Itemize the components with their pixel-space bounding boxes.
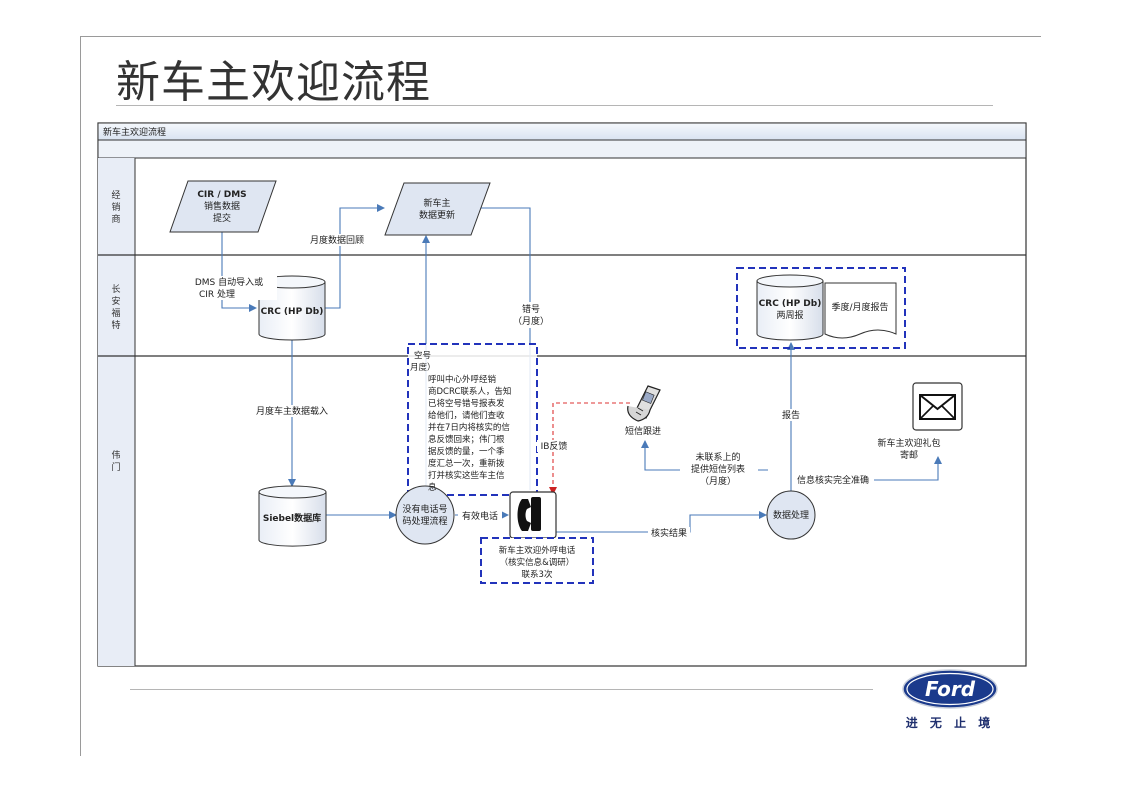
note-line: 月度） — [410, 362, 436, 373]
node-text: 数据更新 — [419, 209, 455, 221]
node-text: 提交 — [213, 212, 231, 224]
edge-crc-to-update — [325, 204, 385, 309]
node-welcome-gift: 新车主欢迎礼包 寄邮 — [877, 437, 940, 461]
label-unreached: 未联系上的 — [695, 451, 740, 463]
node-text: （核实信息&调研） — [500, 557, 575, 568]
node-text: 没有电话号 — [402, 503, 447, 515]
lane-label-char: 福 — [111, 307, 120, 319]
report-group-box — [736, 267, 906, 349]
node-quarterly-report: 季度/月度报告 — [824, 282, 897, 339]
note-line: 打并核实这些车主信 — [428, 470, 505, 481]
telephone-icon — [509, 491, 557, 539]
note-line: 给他们，请他们查收 — [428, 410, 505, 421]
note-line: 据反馈的量，一个季 — [428, 446, 505, 457]
label-dms-import: DMS 自动导入或 — [195, 276, 263, 288]
node-no-phone-process: 没有电话号 码处理流程 — [395, 485, 455, 545]
welcome-call-box: 新车主欢迎外呼电话 （核实信息&调研） 联系3次 — [480, 537, 594, 584]
node-crc-report: CRC (HP Db) 两周报 — [756, 274, 824, 341]
lane-label-dealer: 经 销 商 — [111, 189, 120, 225]
envelope-icon — [912, 382, 963, 431]
lane-label-char: 伟 — [111, 449, 120, 461]
edge-cir-to-crc — [221, 232, 257, 312]
label-dms-import: CIR 处理 — [199, 288, 235, 300]
diagram-header: 新车主欢迎流程 — [103, 126, 166, 138]
node-new-owner-update: 新车主 数据更新 — [384, 182, 491, 236]
node-text: 新车主 — [423, 197, 450, 209]
label-wrong-number: 错号 — [522, 303, 540, 315]
node-siebel-db: Siebel数据库 — [258, 485, 327, 547]
lane-label-weimen: 伟 门 — [111, 449, 120, 473]
label-ib-feedback: IB反馈 — [541, 440, 568, 452]
node-text: 数据处理 — [773, 509, 809, 521]
node-text: 码处理流程 — [402, 515, 447, 527]
slide-frame-left — [80, 36, 81, 756]
note-line: 息反馈回来；伟门根 — [428, 434, 505, 445]
node-text: 季度/月度报告 — [831, 301, 888, 313]
label-unreached: （月度） — [700, 475, 736, 487]
note-line: 空号 — [414, 350, 431, 361]
label-report: 报告 — [782, 409, 800, 421]
node-text: 两周报 — [776, 309, 803, 321]
label-verification-result: 核实结果 — [651, 527, 687, 539]
edge-phone-to-dataproc — [556, 511, 767, 533]
node-text: CIR / DMS — [197, 190, 246, 200]
lane-label-char: 销 — [111, 201, 120, 213]
note-line: 并在7日内将核实的信 — [428, 422, 510, 433]
node-text: 寄邮 — [900, 449, 918, 461]
lane-label-changan-ford: 长 安 福 特 — [111, 283, 120, 331]
note-line: 呼叫中心外呼经销 — [428, 374, 497, 385]
edge-sms-to-phone-ib — [549, 402, 630, 495]
lane-label-char: 特 — [111, 319, 120, 331]
node-sms-followup: 短信跟进 — [625, 425, 661, 437]
title-divider — [116, 105, 993, 106]
call-center-note: 空号 月度） 呼叫中心外呼经销 商DCRC联系人，告知 已将空号错号报表发 给他… — [410, 350, 511, 493]
node-text: 联系3次 — [522, 569, 553, 580]
node-text: Siebel数据库 — [263, 512, 321, 524]
label-monthly-review: 月度数据回顾 — [310, 234, 364, 246]
label-monthly-load: 月度车主数据载入 — [256, 405, 328, 417]
note-line: 已将空号错号报表发 — [428, 398, 505, 409]
note-line: 度汇总一次，重新拨 — [428, 458, 505, 469]
label-wrong-number: （月度） — [513, 315, 549, 327]
node-cir-dms-submit: CIR / DMS 销售数据 提交 — [169, 180, 277, 233]
footer-divider — [130, 689, 873, 690]
ford-logo: Ford — [902, 669, 998, 709]
lane-label-char: 安 — [111, 295, 120, 307]
lane-label-char: 长 — [111, 283, 120, 295]
lane-label-char: 经 — [111, 189, 120, 201]
slide-frame-top — [80, 36, 1041, 37]
mobile-phone-icon — [627, 385, 661, 422]
node-text: 新车主欢迎外呼电话 — [499, 545, 576, 556]
page-title: 新车主欢迎流程 — [116, 57, 431, 108]
node-data-processing: 数据处理 — [766, 490, 816, 540]
node-text: 销售数据 — [204, 200, 240, 212]
brand-slogan: 进 无 止 境 — [905, 716, 995, 730]
label-info-accurate: 信息核实完全准确 — [797, 474, 869, 486]
node-text: CRC (HP Db) — [759, 299, 822, 309]
note-line: 息 — [428, 482, 437, 493]
label-unreached: 提供短信列表 — [691, 463, 745, 475]
lane-label-char: 门 — [111, 461, 120, 473]
lane-label-char: 商 — [111, 213, 120, 225]
label-valid-phone: 有效电话 — [462, 510, 498, 522]
node-text: CRC (HP Db) — [261, 307, 324, 317]
note-line: 商DCRC联系人，告知 — [428, 386, 511, 397]
call-center-note-box — [407, 343, 538, 496]
node-text: 新车主欢迎礼包 — [877, 437, 940, 449]
logo-wordmark: Ford — [925, 677, 976, 701]
